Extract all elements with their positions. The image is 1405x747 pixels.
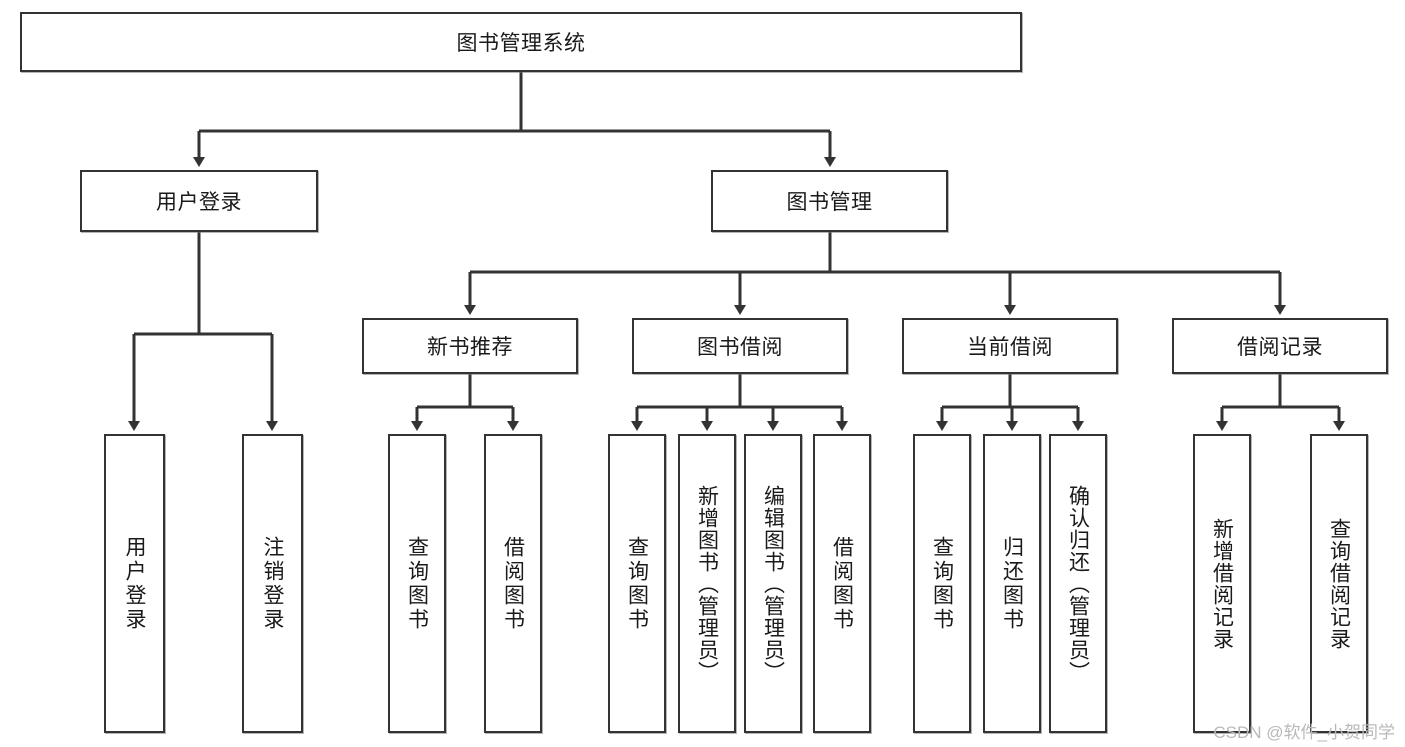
node-label: 图书管理 [786,191,873,214]
node-new-book-recommend[interactable]: 新书推荐 [362,318,578,374]
node-leaf-borrow-book-1[interactable]: 借阅图书 [484,434,542,733]
node-leaf-user-logout[interactable]: 注销登录 [242,434,303,733]
node-label: 查询图书 [405,535,429,632]
node-label: 编辑图书（管理员） [761,484,785,683]
node-label: 注销登录 [261,535,284,632]
node-leaf-query-borrow-record[interactable]: 查询借阅记录 [1310,434,1368,733]
node-label: 用户登录 [123,535,146,632]
node-user-login[interactable]: 用户登录 [80,170,318,232]
node-label: 确认归还（管理员） [1066,484,1090,683]
watermark-text: CSDN @软件_小贺同学 [1213,723,1395,742]
node-leaf-edit-book[interactable]: 编辑图书（管理员） [744,434,802,733]
node-label: 查询图书 [625,535,649,632]
node-label: 当前借阅 [967,336,1053,359]
node-book-manage[interactable]: 图书管理 [711,170,948,232]
node-label: 用户登录 [156,191,242,214]
node-label: 借阅图书 [830,535,854,632]
node-leaf-return-book[interactable]: 归还图书 [983,434,1041,733]
node-leaf-user-login[interactable]: 用户登录 [104,434,165,733]
node-label: 新增图书（管理员） [695,484,719,683]
node-leaf-add-borrow-record[interactable]: 新增借阅记录 [1193,434,1251,733]
node-label: 新书推荐 [427,336,513,359]
node-root-system[interactable]: 图书管理系统 [20,12,1022,72]
node-label: 图书借阅 [697,336,783,359]
node-label: 查询借阅记录 [1327,517,1351,650]
node-leaf-borrow-book-2[interactable]: 借阅图书 [813,434,871,733]
node-label: 归还图书 [1000,535,1024,632]
node-leaf-query-book-3[interactable]: 查询图书 [913,434,971,733]
node-leaf-query-book-1[interactable]: 查询图书 [388,434,446,733]
node-leaf-confirm-return[interactable]: 确认归还（管理员） [1049,434,1107,733]
node-label: 借阅记录 [1237,336,1323,359]
node-label: 新增借阅记录 [1210,517,1234,650]
node-leaf-query-book-2[interactable]: 查询图书 [608,434,666,733]
node-leaf-add-book[interactable]: 新增图书（管理员） [678,434,736,733]
node-label: 查询图书 [930,535,954,632]
node-borrow-record[interactable]: 借阅记录 [1172,318,1388,374]
node-book-borrow[interactable]: 图书借阅 [632,318,848,374]
node-label: 图书管理系统 [456,32,586,55]
node-label: 借阅图书 [501,535,525,632]
node-current-borrow[interactable]: 当前借阅 [902,318,1118,374]
